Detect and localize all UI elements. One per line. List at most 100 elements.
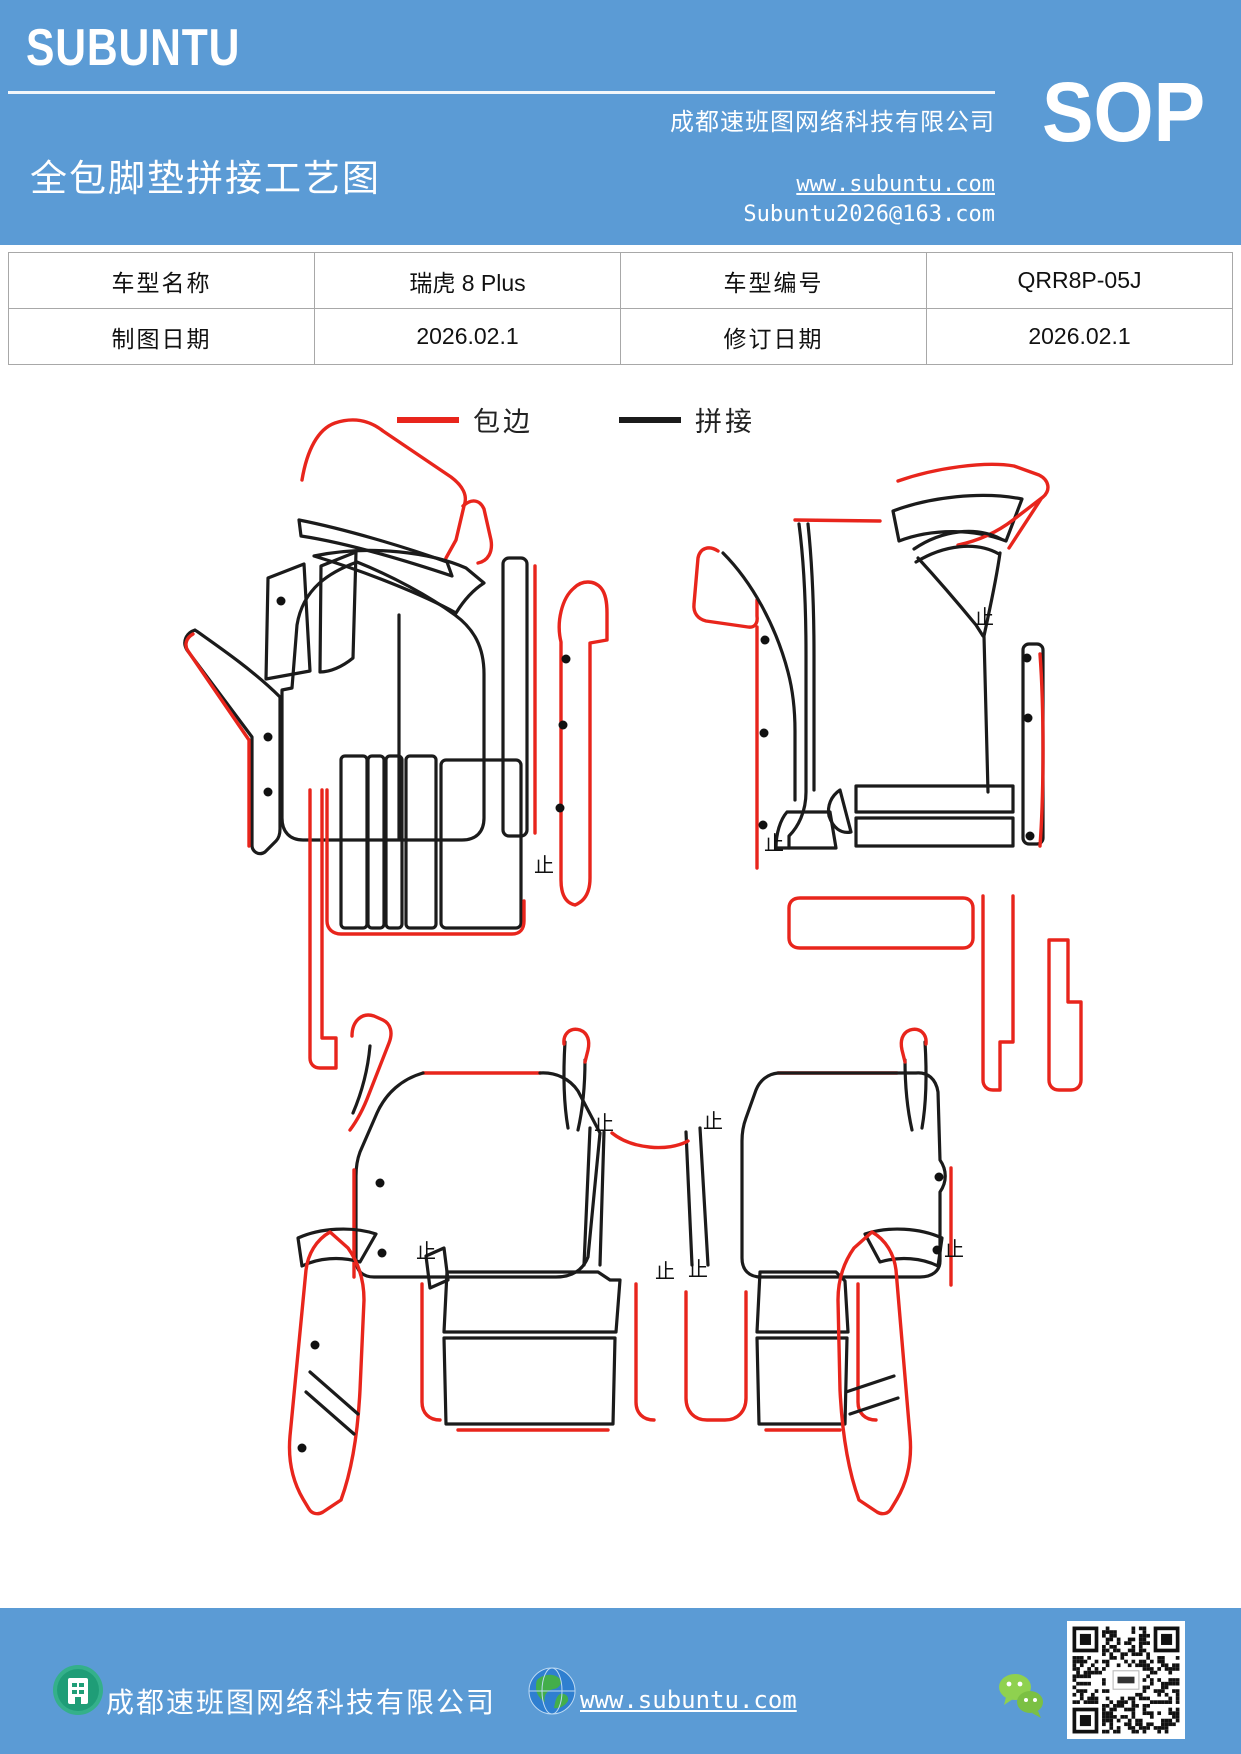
rivet-dots xyxy=(263,596,1035,1453)
stop-marks-shape-1: 止 xyxy=(764,832,784,855)
front-left-mat-shape-3 xyxy=(264,562,312,681)
rear-center-tunnel-shape-7 xyxy=(610,1131,690,1150)
stop-marks-shape-0: 止 xyxy=(534,854,554,877)
front-left-mat-shape-8 xyxy=(184,632,251,848)
table-row: 车型名称 瑞虎 8 Plus 车型编号 QRR8P-05J xyxy=(8,252,1233,309)
rear-right-mat xyxy=(740,1071,953,1287)
stop-marks-shape-2: 止 xyxy=(974,606,994,629)
rivet-dots-shape-7 xyxy=(759,728,769,738)
revision-date-label: 修订日期 xyxy=(620,308,927,365)
footer-company-name: 成都速班图网络科技有限公司 xyxy=(106,1688,497,1719)
rivet-dots-shape-3 xyxy=(561,654,571,664)
front-left-mat-shape-0 xyxy=(300,418,468,560)
rivet-dots-shape-17 xyxy=(297,1443,307,1453)
rear-right-mat-shape-1 xyxy=(740,1071,947,1279)
header-banner: SUBUNTU 全包脚垫拼接工艺图 成都速班图网络科技有限公司 www.subu… xyxy=(0,0,1241,245)
front-right-mat-shape-20 xyxy=(981,894,1015,1092)
rivet-dots-shape-2 xyxy=(263,787,273,797)
footer-website-link[interactable]: www.subuntu.com xyxy=(580,1686,797,1714)
brand-logo: SUBUNTU xyxy=(26,19,241,77)
bottom-center-pieces-shape-0 xyxy=(442,1270,622,1334)
rivet-dots-shape-16 xyxy=(310,1340,320,1350)
bottom-center-pieces-shape-8 xyxy=(755,1336,849,1426)
bottom-center-pieces-shape-4 xyxy=(424,1246,450,1290)
front-right-mat-shape-18 xyxy=(1038,652,1045,848)
front-right-mat-shape-6 xyxy=(891,493,1024,543)
edge-line-label: 包边 xyxy=(473,407,533,437)
rear-center-tunnel-shape-2 xyxy=(562,1027,591,1064)
model-code-label: 车型编号 xyxy=(620,252,927,309)
front-left-mat-shape-18 xyxy=(325,788,526,936)
rivet-dots-shape-4 xyxy=(558,720,568,730)
globe-icon xyxy=(528,1667,576,1715)
rivet-dots-shape-13 xyxy=(377,1248,387,1258)
bottom-center-pieces-shape-1 xyxy=(442,1336,617,1426)
stop-marks-shape-8: 止 xyxy=(944,1238,964,1261)
revision-date-value: 2026.02.1 xyxy=(926,308,1233,365)
rivet-dots-shape-14 xyxy=(934,1172,944,1182)
rivet-dots-shape-1 xyxy=(263,732,273,742)
splice-line-swatch xyxy=(619,416,681,423)
stop-marks-shape-3: 止 xyxy=(594,1112,614,1135)
stop-marks-shape-6: 止 xyxy=(688,1258,708,1281)
front-left-mat-shape-16 xyxy=(404,754,438,930)
building-icon xyxy=(53,1665,103,1715)
front-left-mat-shape-5 xyxy=(280,560,486,842)
legend-splice-item: 拼接 xyxy=(619,400,755,439)
rivet-dots-shape-6 xyxy=(760,635,770,645)
rivet-dots-shape-11 xyxy=(1025,831,1035,841)
front-left-mat-shape-15 xyxy=(384,754,404,930)
front-right-mat-shape-9 xyxy=(914,544,1001,564)
legend-edge-item: 包边 xyxy=(397,400,533,439)
rear-center-tunnel-shape-1 xyxy=(576,1058,587,1132)
rivet-dots-shape-8 xyxy=(758,820,768,830)
bottom-center-pieces-shape-10 xyxy=(856,1282,878,1422)
stop-marks-shape-7: 止 xyxy=(416,1240,436,1263)
front-left-mat-shape-17 xyxy=(439,758,523,930)
rear-center-tunnel xyxy=(562,1027,928,1267)
stop-marks-shape-4: 止 xyxy=(703,1110,723,1133)
front-right-mat-shape-16 xyxy=(774,810,838,850)
rear-left-mat-shape-3 xyxy=(354,1071,602,1279)
table-row: 制图日期 2026.02.1 修订日期 2026.02.1 xyxy=(8,308,1233,365)
front-left-mat-shape-13 xyxy=(339,754,369,930)
draw-date-label: 制图日期 xyxy=(8,308,315,365)
bottom-right-wing-shape-1 xyxy=(836,1230,913,1516)
bottom-center-pieces xyxy=(420,1246,878,1432)
footer-banner xyxy=(0,1608,1241,1754)
front-right-mat-shape-10 xyxy=(916,556,985,638)
rear-center-tunnel-shape-10 xyxy=(899,1027,928,1064)
front-right-mat xyxy=(692,462,1083,1092)
rear-center-tunnel-shape-9 xyxy=(903,1058,914,1132)
rear-center-tunnel-shape-8 xyxy=(920,1040,928,1130)
front-left-mat-shape-10 xyxy=(501,556,529,838)
bottom-center-pieces-shape-5 xyxy=(634,1282,656,1422)
rivet-dots-shape-9 xyxy=(1022,653,1032,663)
header-company-name: 成都速班图网络科技有限公司 xyxy=(670,110,995,136)
draw-date-value: 2026.02.1 xyxy=(314,308,621,365)
rear-center-tunnel-shape-0 xyxy=(562,1040,570,1130)
bottom-center-pieces-shape-6 xyxy=(684,1290,748,1422)
rivet-dots-shape-0 xyxy=(276,596,286,606)
front-left-mat-shape-12 xyxy=(557,580,609,907)
rivet-dots-shape-15 xyxy=(932,1245,942,1255)
front-right-mat-shape-0 xyxy=(692,546,759,629)
front-left-mat-shape-14 xyxy=(366,754,386,930)
page-title: 全包脚垫拼接工艺图 xyxy=(30,159,381,200)
rear-left-mat xyxy=(348,1013,602,1279)
qr-code xyxy=(1067,1621,1185,1739)
rear-center-tunnel-shape-5 xyxy=(684,1130,694,1267)
bottom-center-pieces-shape-7 xyxy=(755,1270,850,1334)
front-right-mat-shape-3 xyxy=(793,518,882,523)
bottom-right-wing-shape-3 xyxy=(848,1396,900,1416)
bottom-left-wing-shape-2 xyxy=(304,1390,356,1436)
wechat-icon xyxy=(999,1674,1043,1718)
rear-left-mat-shape-1 xyxy=(351,1044,372,1115)
rivet-dots-shape-10 xyxy=(1023,713,1033,723)
front-left-mat-shape-7 xyxy=(183,628,282,856)
header-website-link[interactable]: www.subuntu.com xyxy=(796,172,995,197)
stop-marks-shape-5: 止 xyxy=(655,1260,675,1283)
header-divider xyxy=(8,91,995,94)
front-right-mat-shape-19 xyxy=(787,896,975,950)
